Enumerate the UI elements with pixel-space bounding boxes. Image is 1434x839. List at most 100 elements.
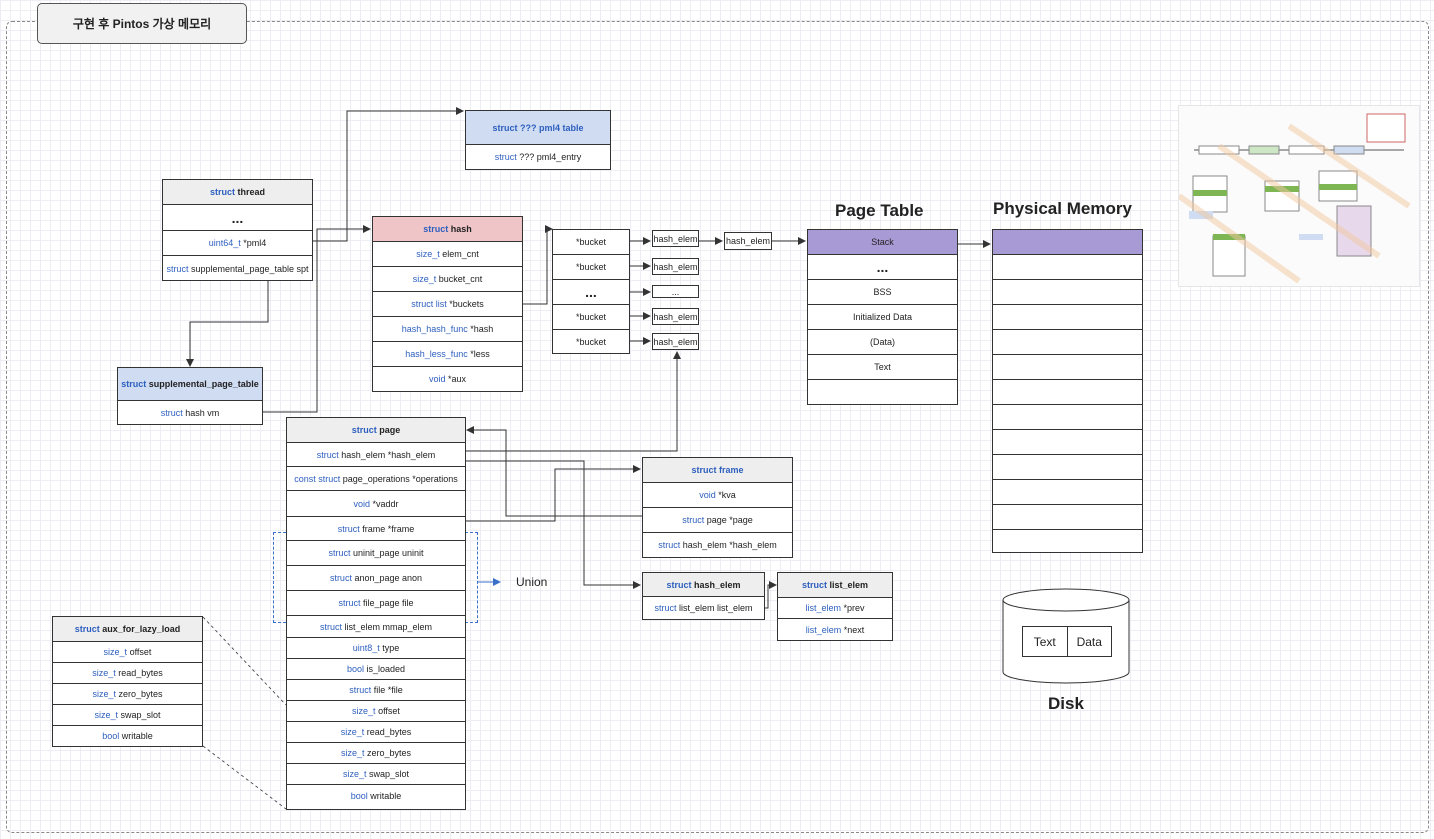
thumbnail-graphic bbox=[1179, 113, 1411, 284]
frame-struct: struct frame void *kva struct page *page… bbox=[642, 457, 793, 558]
frame-field: struct page *page bbox=[643, 508, 792, 533]
hash-field: hash_hash_func *hash bbox=[373, 317, 522, 342]
page-field: struct frame *frame bbox=[287, 517, 465, 541]
link-pml4 bbox=[313, 107, 464, 242]
aux-field: size_t read_bytes bbox=[53, 663, 202, 684]
page-field: size_t zero_bytes bbox=[287, 743, 465, 764]
bucket-hash-elem: hash_elem bbox=[652, 333, 699, 350]
union-label: Union bbox=[516, 575, 548, 589]
page-table-row: Text bbox=[808, 355, 957, 380]
page-field: const struct page_operations *operations bbox=[287, 467, 465, 491]
hash-elem-header: struct hash_elem bbox=[643, 573, 764, 597]
page-field: bool is_loaded bbox=[287, 659, 465, 680]
link-frame bbox=[465, 465, 641, 522]
hash-field: size_t elem_cnt bbox=[373, 242, 522, 267]
page-table-row: ... bbox=[808, 255, 957, 280]
chained-hash-elem: hash_elem bbox=[724, 232, 772, 250]
link-hash-vm bbox=[263, 225, 371, 413]
page-header: struct page bbox=[287, 418, 465, 443]
list-elem-struct: struct list_elem list_elem *prev list_el… bbox=[777, 572, 893, 641]
page-union-field: struct anon_page anon bbox=[287, 566, 465, 591]
physical-memory bbox=[992, 229, 1143, 553]
thread-struct: struct thread ... uint64_t *pml4 struct … bbox=[162, 179, 313, 281]
bucket-hash-elem: ... bbox=[652, 285, 699, 298]
physical-memory-frame bbox=[993, 430, 1142, 455]
link-page-hash-elem bbox=[465, 351, 681, 452]
aux-field: size_t swap_slot bbox=[53, 705, 202, 726]
physical-memory-frame bbox=[993, 405, 1142, 430]
page-field: uint8_t type bbox=[287, 638, 465, 659]
pml4-table-struct: struct ??? pml4 table struct ??? pml4_en… bbox=[465, 110, 611, 170]
page-table-row bbox=[808, 380, 957, 404]
hash-field: size_t bucket_cnt bbox=[373, 267, 522, 292]
physical-memory-frame-used bbox=[993, 230, 1142, 255]
spt-hash-vm: struct hash vm bbox=[160, 407, 220, 418]
physical-memory-frame bbox=[993, 255, 1142, 280]
bucket-array: *bucket *bucket ... *bucket *bucket bbox=[552, 229, 630, 354]
page-field: size_t offset bbox=[287, 701, 465, 722]
link-list-elem bbox=[765, 581, 777, 609]
hash-header: struct hash bbox=[373, 217, 522, 242]
hash-elem-field: struct list_elem list_elem bbox=[654, 603, 753, 613]
physical-memory-label: Physical Memory bbox=[993, 199, 1132, 218]
bucket-slot: ... bbox=[553, 280, 629, 305]
thread-ellipsis: ... bbox=[163, 205, 312, 231]
frame-field: void *kva bbox=[643, 483, 792, 508]
bucket-slot: *bucket bbox=[553, 230, 629, 255]
page-struct: struct page struct hash_elem *hash_elem … bbox=[286, 417, 466, 810]
hash-elem-struct: struct hash_elem struct list_elem list_e… bbox=[642, 572, 765, 620]
hash-field: struct list *buckets bbox=[373, 292, 522, 317]
link-struct-hash-elem bbox=[465, 460, 641, 589]
aux-header: struct aux_for_lazy_load bbox=[53, 617, 202, 642]
page-field: void *vaddr bbox=[287, 491, 465, 517]
disk-contents: Text Data bbox=[1022, 626, 1112, 657]
physical-memory-frame bbox=[993, 480, 1142, 505]
link-spt bbox=[186, 281, 269, 367]
bucket-hash-elem: hash_elem bbox=[652, 230, 699, 247]
thread-spt: struct supplemental_page_table spt bbox=[166, 263, 309, 274]
list-elem-field: list_elem *next bbox=[805, 624, 865, 635]
physical-memory-frame bbox=[993, 530, 1142, 554]
physical-memory-frame bbox=[993, 380, 1142, 405]
spt-header: struct supplemental_page_table bbox=[118, 368, 262, 401]
hash-field: void *aux bbox=[428, 374, 467, 384]
hash-field: hash_less_func *less bbox=[373, 342, 522, 367]
reference-thumbnail-image bbox=[1178, 105, 1420, 287]
aux-struct: struct aux_for_lazy_load size_t offset s… bbox=[52, 616, 203, 747]
bucket-slot: *bucket bbox=[575, 336, 607, 347]
page-field: struct hash_elem *hash_elem bbox=[287, 443, 465, 467]
page-table-row: Initialized Data bbox=[808, 305, 957, 330]
physical-memory-frame bbox=[993, 455, 1142, 480]
page-field: struct list_elem mmap_elem bbox=[287, 616, 465, 638]
disk-data-cell: Data bbox=[1076, 634, 1102, 649]
frame-field: struct hash_elem *hash_elem bbox=[658, 540, 777, 550]
aux-field: bool writable bbox=[102, 731, 153, 741]
list-elem-header: struct list_elem bbox=[778, 573, 892, 598]
page-table-row-stack: Stack bbox=[808, 230, 957, 255]
pml4-table-header: struct ??? pml4 table bbox=[466, 111, 610, 145]
page-union-field: struct uninit_page uninit bbox=[287, 541, 465, 566]
list-elem-field: list_elem *prev bbox=[778, 598, 892, 619]
disk-label: Disk bbox=[1048, 694, 1084, 713]
page-field: size_t swap_slot bbox=[287, 764, 465, 785]
thread-header: struct thread bbox=[163, 180, 312, 205]
aux-field: size_t offset bbox=[53, 642, 202, 663]
page-table: Stack ... BSS Initialized Data (Data) Te… bbox=[807, 229, 958, 405]
bucket-slot: *bucket bbox=[553, 255, 629, 280]
page-field: struct file *file bbox=[287, 680, 465, 701]
disk-text-cell: Text bbox=[1023, 627, 1068, 656]
physical-memory-frame bbox=[993, 280, 1142, 305]
page-table-label: Page Table bbox=[835, 201, 924, 220]
link-frame-page bbox=[466, 426, 642, 517]
physical-memory-frame bbox=[993, 305, 1142, 330]
page-field: size_t read_bytes bbox=[287, 722, 465, 743]
page-union-field: struct file_page file bbox=[287, 591, 465, 616]
hash-struct: struct hash size_t elem_cnt size_t bucke… bbox=[372, 216, 523, 392]
frame-header: struct frame bbox=[643, 458, 792, 483]
page-table-row: (Data) bbox=[808, 330, 957, 355]
physical-memory-frame bbox=[993, 505, 1142, 530]
diagram-title: 구현 후 Pintos 가상 메모리 bbox=[37, 3, 247, 44]
physical-memory-frame bbox=[993, 355, 1142, 380]
pml4-entry: struct ??? pml4_entry bbox=[494, 152, 582, 162]
